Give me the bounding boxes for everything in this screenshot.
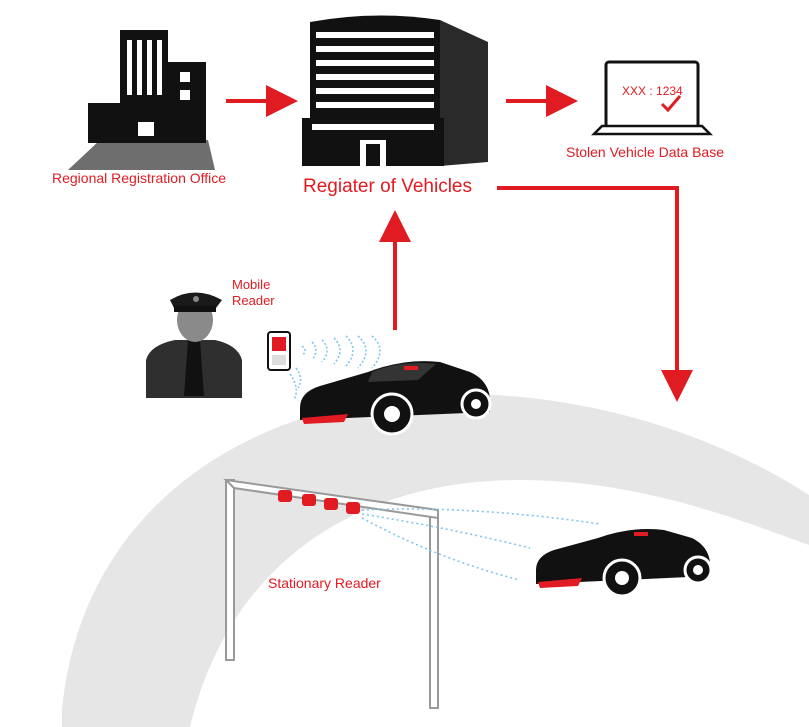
car-icon [300,361,492,436]
arrow-register-to-road [497,186,693,402]
mobile-reader-label: Mobile Reader [232,277,275,308]
register-label: Regiater of Vehicles [303,176,472,197]
arrows [226,85,693,402]
laptop-screen-text: XXX : 1234 [622,84,683,98]
mobile-signal-waves [289,335,381,401]
road [62,393,809,727]
checkmark-icon [660,95,682,113]
register-building-icon [302,15,488,166]
regional-office-building-icon [68,30,215,170]
gantry-icon [223,478,439,709]
stolen-db-label: Stolen Vehicle Data Base [566,144,724,160]
stationary-reader-label: Stationary Reader [268,575,381,591]
laptop-icon [590,60,714,136]
regional-office-label: Regional Registration Office [52,170,227,186]
car-icon [536,529,713,598]
handheld-reader-icon [267,331,291,371]
police-officer-icon [146,292,242,398]
stationary-signal-waves [361,508,601,581]
